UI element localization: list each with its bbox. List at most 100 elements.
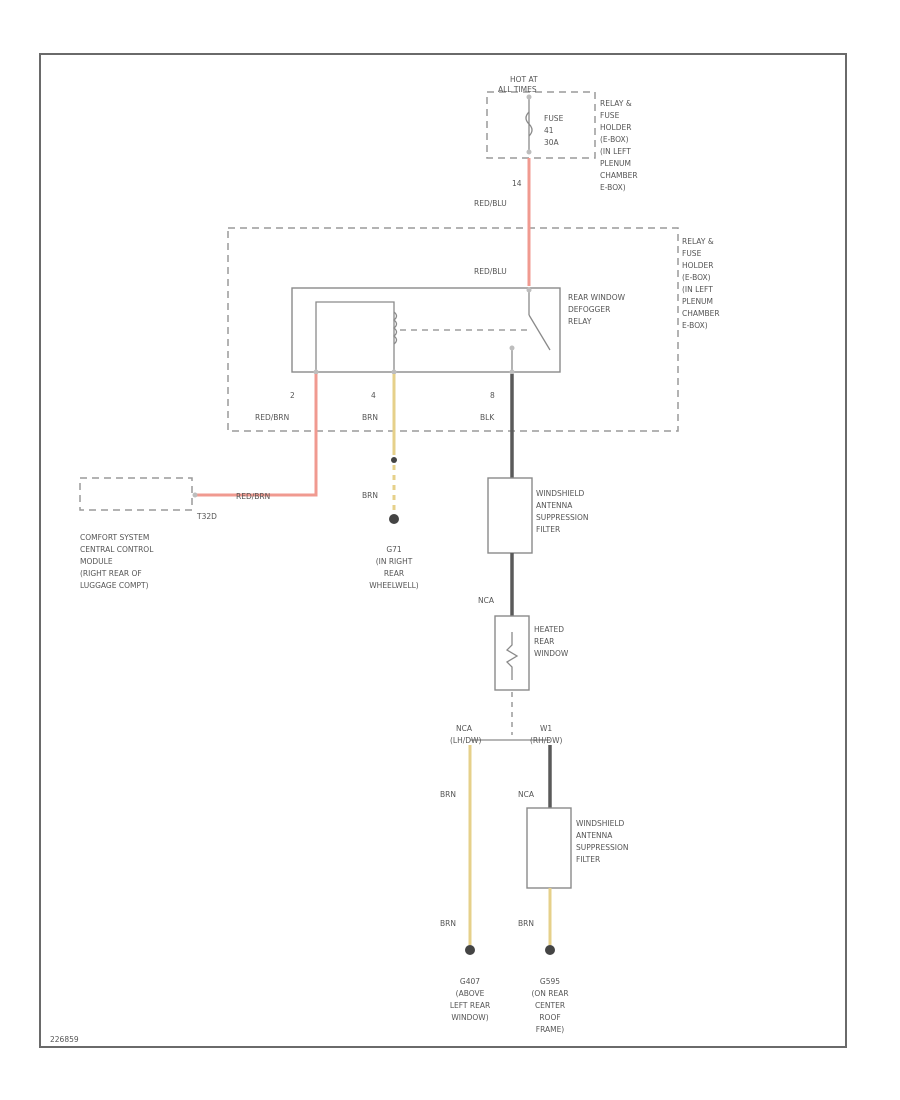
svg-text:WINDOW): WINDOW) xyxy=(451,1013,488,1022)
svg-text:E-BOX): E-BOX) xyxy=(600,183,626,192)
svg-text:41: 41 xyxy=(544,126,554,135)
relay-holder-box xyxy=(227,227,679,432)
svg-text:REAR WINDOW: REAR WINDOW xyxy=(568,293,626,302)
svg-text:HEATED: HEATED xyxy=(534,625,564,634)
connector-dot xyxy=(391,457,397,463)
svg-text:(E-BOX): (E-BOX) xyxy=(682,273,711,282)
label-heated-window: HEATED REAR WINDOW xyxy=(534,625,569,658)
svg-text:MODULE: MODULE xyxy=(80,557,113,566)
svg-text:(LH/DW): (LH/DW) xyxy=(450,736,481,745)
svg-text:FILTER: FILTER xyxy=(536,525,560,534)
relay-internals xyxy=(313,287,551,375)
footer-code: 226859 xyxy=(50,1035,79,1044)
label-ground-g71: G71 (IN RIGHT REAR WHEELWELL) xyxy=(369,545,419,590)
label-wire-brn-4: BRN xyxy=(440,919,456,928)
svg-text:CENTER: CENTER xyxy=(535,1001,565,1010)
svg-text:G407: G407 xyxy=(460,977,480,986)
svg-text:REAR: REAR xyxy=(534,637,554,646)
svg-text:HOLDER: HOLDER xyxy=(600,123,631,132)
svg-text:(IN RIGHT: (IN RIGHT xyxy=(376,557,413,566)
svg-text:FILTER: FILTER xyxy=(576,855,600,864)
svg-text:FUSE: FUSE xyxy=(600,111,620,120)
svg-text:NCA: NCA xyxy=(456,724,473,733)
label-w1: W1 (RH/DW) xyxy=(530,724,562,745)
svg-text:FUSE: FUSE xyxy=(682,249,702,258)
label-filter-1: WINDSHIELD ANTENNA SUPPRESSION FILTER xyxy=(536,489,589,534)
diagram-frame xyxy=(39,53,847,1048)
svg-text:LUGGAGE COMPT): LUGGAGE COMPT) xyxy=(80,581,149,590)
label-pin-2: 2 xyxy=(290,391,295,400)
svg-text:SUPPRESSION: SUPPRESSION xyxy=(536,513,589,522)
wire-red-brn xyxy=(195,374,318,497)
svg-text:SUPPRESSION: SUPPRESSION xyxy=(576,843,629,852)
svg-text:(IN LEFT: (IN LEFT xyxy=(600,147,631,156)
svg-text:G595: G595 xyxy=(540,977,560,986)
label-ground-g407: G407 (ABOVE LEFT REAR WINDOW) xyxy=(450,977,490,1022)
svg-text:HOLDER: HOLDER xyxy=(682,261,713,270)
heater-element-icon xyxy=(505,632,519,680)
svg-text:30A: 30A xyxy=(544,138,560,147)
svg-text:WINDSHIELD: WINDSHIELD xyxy=(536,489,585,498)
svg-text:PLENUM: PLENUM xyxy=(682,297,713,306)
label-pin-14: 14 xyxy=(512,179,522,188)
label-wire-brn-3: BRN xyxy=(440,790,456,799)
svg-text:ANTENNA: ANTENNA xyxy=(536,501,573,510)
label-wire-red-blu-2: RED/BLU xyxy=(474,267,507,276)
svg-text:(E-BOX): (E-BOX) xyxy=(600,135,629,144)
label-wire-red-blu-1: RED/BLU xyxy=(474,199,507,208)
svg-text:CHAMBER: CHAMBER xyxy=(600,171,638,180)
label-nca-3: NCA xyxy=(518,790,535,799)
label-pin-8: 8 xyxy=(490,391,495,400)
label-hot-at-all-times: HOT AT ALL TIMES xyxy=(498,75,538,94)
svg-text:CENTRAL CONTROL: CENTRAL CONTROL xyxy=(80,545,154,554)
svg-text:(ABOVE: (ABOVE xyxy=(456,989,485,998)
fuse-holder-box xyxy=(486,91,596,159)
svg-text:W1: W1 xyxy=(540,724,552,733)
label-wire-brn-1: BRN xyxy=(362,413,378,422)
label-relay-holder-main: RELAY & FUSE HOLDER (E-BOX) (IN LEFT PLE… xyxy=(682,237,720,330)
fuse-41-icon xyxy=(525,94,533,155)
label-wire-red-brn-1: RED/BRN xyxy=(255,413,289,422)
label-connector-t32d: T32D xyxy=(196,512,217,521)
ground-g407-icon xyxy=(465,945,475,955)
svg-text:(RIGHT REAR OF: (RIGHT REAR OF xyxy=(80,569,142,578)
svg-text:ANTENNA: ANTENNA xyxy=(576,831,613,840)
ground-g595-icon xyxy=(545,945,555,955)
svg-text:RELAY &: RELAY & xyxy=(600,99,632,108)
svg-text:HOT AT: HOT AT xyxy=(510,75,538,84)
label-ground-g595: G595 (ON REAR CENTER ROOF FRAME) xyxy=(531,977,568,1034)
svg-text:RELAY &: RELAY & xyxy=(682,237,714,246)
svg-text:(IN LEFT: (IN LEFT xyxy=(682,285,713,294)
suppression-filter-1 xyxy=(487,477,533,554)
svg-text:RELAY: RELAY xyxy=(568,317,592,326)
svg-text:E-BOX): E-BOX) xyxy=(682,321,708,330)
svg-text:COMFORT SYSTEM: COMFORT SYSTEM xyxy=(80,533,149,542)
label-filter-2: WINDSHIELD ANTENNA SUPPRESSION FILTER xyxy=(576,819,629,864)
svg-text:FRAME): FRAME) xyxy=(536,1025,565,1034)
svg-text:WHEELWELL): WHEELWELL) xyxy=(369,581,419,590)
label-pin-4: 4 xyxy=(371,391,376,400)
suppression-filter-2 xyxy=(526,807,572,889)
svg-text:WINDOW: WINDOW xyxy=(534,649,569,658)
label-wire-brn-2: BRN xyxy=(362,491,378,500)
svg-text:(ON REAR: (ON REAR xyxy=(531,989,568,998)
svg-text:CHAMBER: CHAMBER xyxy=(682,309,720,318)
label-nca-1: NCA xyxy=(478,596,495,605)
ground-g71-icon xyxy=(389,514,399,524)
svg-text:REAR: REAR xyxy=(384,569,404,578)
svg-text:ROOF: ROOF xyxy=(539,1013,560,1022)
svg-text:(RH/DW): (RH/DW) xyxy=(530,736,562,745)
label-nca-2: NCA (LH/DW) xyxy=(450,724,481,745)
svg-text:G71: G71 xyxy=(386,545,402,554)
label-wire-blk: BLK xyxy=(480,413,495,422)
label-wire-brn-5: BRN xyxy=(518,919,534,928)
label-comfort-module: COMFORT SYSTEM CENTRAL CONTROL MODULE (R… xyxy=(80,533,154,590)
svg-text:WINDSHIELD: WINDSHIELD xyxy=(576,819,625,828)
svg-text:PLENUM: PLENUM xyxy=(600,159,631,168)
label-fuse: FUSE 41 30A xyxy=(544,114,564,147)
label-wire-red-brn-2: RED/BRN xyxy=(236,492,270,501)
label-relay-holder-top: RELAY & FUSE HOLDER (E-BOX) (IN LEFT PLE… xyxy=(600,99,638,192)
svg-text:ALL TIMES: ALL TIMES xyxy=(498,85,537,94)
label-relay-name: REAR WINDOW DEFOGGER RELAY xyxy=(568,293,626,326)
